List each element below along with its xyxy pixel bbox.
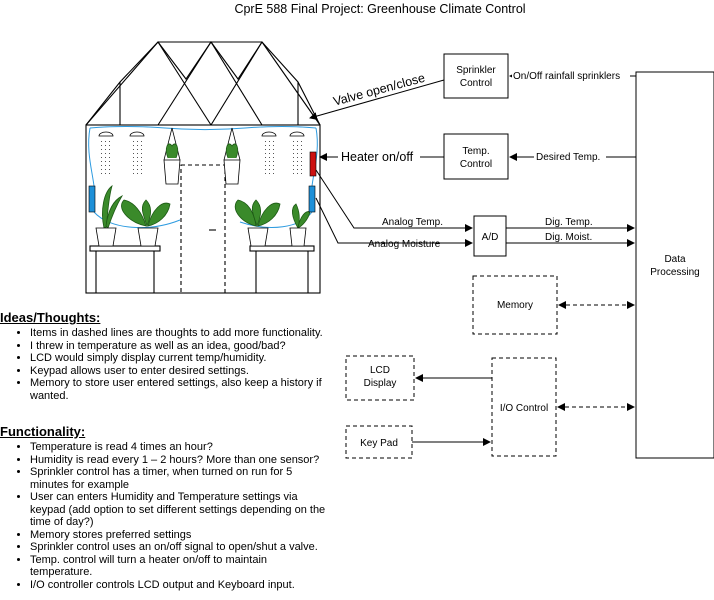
list-item: Humidity is read every 1 – 2 hours? More… <box>30 454 330 467</box>
sprinkler-heads <box>98 131 305 176</box>
memory-block <box>472 275 558 335</box>
memory-label: Memory <box>497 300 533 311</box>
potted-plants <box>95 184 311 247</box>
sprinkler-control-label-2: Control <box>460 78 492 89</box>
sprinkler-control-block <box>443 53 509 99</box>
analog-moisture-signal-label: Analog Moisture <box>368 239 441 250</box>
sprinkler-control-label-1: Sprinkler <box>456 65 496 76</box>
functionality-section: Functionality: Temperature is read 4 tim… <box>0 424 330 591</box>
temp-control-label-2: Control <box>460 159 492 170</box>
hanging-pots <box>163 127 241 185</box>
list-item: Temp. control will turn a heater on/off … <box>30 554 330 579</box>
data-processing-label-1: Data <box>664 254 686 265</box>
ideas-list: Items in dashed lines are thoughts to ad… <box>0 327 330 402</box>
analog-temp-signal-label: Analog Temp. <box>382 217 443 228</box>
lcd-display-label-1: LCD <box>370 365 390 376</box>
dig-moist-signal-label: Dig. Moist. <box>545 232 592 243</box>
signal-arrows <box>309 72 636 446</box>
greenhouse-illustration <box>85 41 321 294</box>
list-item: User can enters Humidity and Temperature… <box>30 491 330 529</box>
functionality-list: Temperature is read 4 times an hour? Hum… <box>0 441 330 591</box>
data-processing-label-2: Processing <box>650 267 699 278</box>
heater-element <box>309 151 317 177</box>
list-item: Temperature is read 4 times an hour? <box>30 441 330 454</box>
list-item: LCD would simply display current temp/hu… <box>30 352 330 365</box>
page-title: CprE 588 Final Project: Greenhouse Clima… <box>234 2 525 16</box>
list-item: Items in dashed lines are thoughts to ad… <box>30 327 330 340</box>
right-moisture-sensor <box>308 185 316 213</box>
lcd-display-label-2: Display <box>364 378 397 389</box>
list-item: I/O controller controls LCD output and K… <box>30 579 330 592</box>
temp-control-label-1: Temp. <box>462 146 489 157</box>
list-item: Memory to store user entered settings, a… <box>30 377 330 402</box>
data-processing-block <box>635 71 714 459</box>
desired-temp-signal-label: Desired Temp. <box>536 152 600 163</box>
lcd-display-block <box>345 355 415 401</box>
functionality-heading: Functionality: <box>0 424 86 439</box>
ideas-heading: Ideas/Thoughts: <box>0 310 101 325</box>
list-item: Memory stores preferred settings <box>30 529 330 542</box>
temp-control-block <box>443 133 509 180</box>
rainfall-signal-label: On/Off rainfall sprinklers <box>513 71 620 82</box>
heater-signal-label: Heater on/off <box>341 150 414 164</box>
list-item: I threw in temperature as well as an ide… <box>30 340 330 353</box>
list-item: Keypad allows user to enter desired sett… <box>30 365 330 378</box>
ideas-section: Ideas/Thoughts: Items in dashed lines ar… <box>0 310 330 402</box>
ad-converter-block <box>473 215 507 257</box>
io-control-block <box>491 357 557 457</box>
key-pad-block <box>345 425 413 459</box>
list-item: Sprinkler control uses an on/off signal … <box>30 541 330 554</box>
ad-label: A/D <box>482 232 499 243</box>
list-item: Sprinkler control has a timer, when turn… <box>30 466 330 491</box>
key-pad-label: Key Pad <box>360 438 398 449</box>
io-control-label: I/O Control <box>500 403 548 414</box>
dig-temp-signal-label: Dig. Temp. <box>545 217 593 228</box>
sensor-cables <box>88 126 318 229</box>
left-moisture-sensor <box>88 185 96 213</box>
